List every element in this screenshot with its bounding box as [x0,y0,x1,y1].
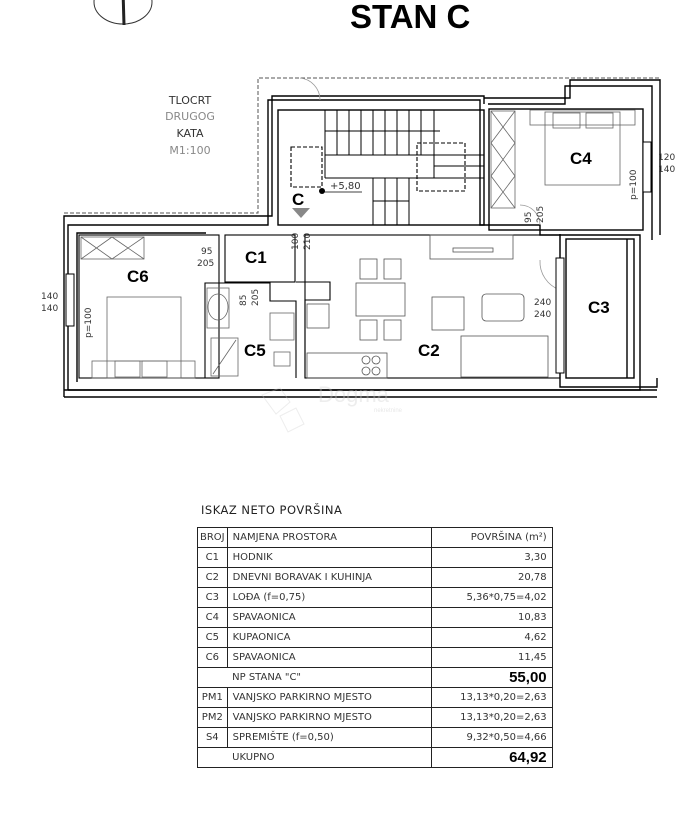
svg-text:140: 140 [41,304,58,314]
svg-text:85: 85 [239,295,249,306]
row-num: C2 [197,567,228,588]
watermark-logo: Dogma nekretnine [261,382,403,433]
room-label-c4: C4 [570,149,592,168]
header-value: POVRŠINA (m²) [430,527,553,548]
svg-text:205: 205 [197,259,214,269]
area-table: BROJ NAMJENA PROSTORA POVRŠINA (m²) C1 H… [197,527,553,768]
table-row: C4 SPAVAONICA 10,83 [197,607,553,628]
room-label-c3: C3 [588,298,610,317]
subtotal-name: NP STANA "C" [227,667,432,688]
room-label-c6: C6 [127,267,149,286]
row-name: HODNIK [226,547,432,568]
svg-text:p=100: p=100 [629,169,639,200]
svg-text:C: C [292,190,304,209]
outer-walls [63,79,661,398]
total-num [197,747,228,768]
svg-text:140: 140 [41,292,58,302]
windows [65,141,652,374]
table-row: C1 HODNIK 3,30 [197,547,553,568]
room-label-c2: C2 [418,341,440,360]
bedroom-c6-furniture [80,236,196,379]
caption-line: KATA [176,127,204,140]
level-mark: +5,80 [319,181,362,194]
row-value: 13,13*0,20=2,63 [430,687,553,708]
svg-text:120: 120 [658,153,675,163]
row-value: 20,78 [430,567,553,588]
page-title: STAN C [350,0,471,35]
table-row: S4 SPREMIŠTE (f=0,50) 9,32*0,50=4,66 [197,727,553,748]
row-num: C5 [197,627,228,648]
row-value: 13,13*0,20=2,63 [430,707,553,728]
table-row: C5 KUPAONICA 4,62 [197,627,553,648]
svg-text:140: 140 [658,165,675,175]
row-num: S4 [197,727,228,748]
svg-text:Dogma: Dogma [318,382,390,407]
room-labels: C1 C2 C3 C4 C5 C6 [127,149,610,360]
row-name: SPAVAONICA [226,607,432,628]
table-row: C6 SPAVAONICA 11,45 [197,647,553,668]
caption-line: DRUGOG [165,110,215,123]
table-row: C3 LOĐA (f=0,75) 5,36*0,75=4,02 [197,587,553,608]
row-name: SPAVAONICA [226,647,432,668]
svg-text:nekretnine: nekretnine [374,408,403,414]
row-value: 5,36*0,75=4,02 [430,587,553,608]
plan-caption: TLOCRT DRUGOG KATA M1:100 [165,94,215,157]
row-value: 11,45 [430,647,553,668]
row-value: 10,83 [430,607,553,628]
total-row: UKUPNO 64,92 [197,747,553,768]
row-name: VANJSKO PARKIRNO MJESTO [226,687,432,708]
row-num: PM2 [197,707,228,728]
row-name: DNEVNI BORAVAK I KUHINJA [226,567,432,588]
svg-text:240: 240 [534,310,551,320]
header-name: NAMJENA PROSTORA [226,527,432,548]
svg-text:100: 100 [291,233,301,250]
dimension-labels: 120 140 p=100 95 205 140 140 p=100 95 20… [41,153,675,338]
area-table-title: ISKAZ NETO POVRŠINA [201,503,343,517]
row-value: 9,32*0,50=4,66 [430,727,553,748]
row-name: KUPAONICA [226,627,432,648]
bedroom-c4-furniture [490,109,636,209]
svg-text:210: 210 [303,233,313,250]
svg-text:205: 205 [251,289,261,306]
north-arrow-icon [93,0,153,26]
svg-text:95: 95 [201,247,212,257]
interior-walls [78,110,561,379]
svg-text:240: 240 [534,298,551,308]
room-label-c5: C5 [244,341,266,360]
svg-text:p=100: p=100 [84,307,94,338]
row-name: SPREMIŠTE (f=0,50) [226,727,432,748]
row-name: LOĐA (f=0,75) [226,587,432,608]
table-row: PM1 VANJSKO PARKIRNO MJESTO 13,13*0,20=2… [197,687,553,708]
total-value: 64,92 [430,747,553,768]
living-room-furniture [306,234,549,379]
table-row: PM2 VANJSKO PARKIRNO MJESTO 13,13*0,20=2… [197,707,553,728]
section-marker: C [292,190,310,218]
row-value: 3,30 [430,547,553,568]
svg-text:205: 205 [536,206,546,223]
table-header-row: BROJ NAMJENA PROSTORA POVRŠINA (m²) [197,527,553,548]
row-num: C4 [197,607,228,628]
svg-text:95: 95 [524,212,534,223]
subtotal-value: 55,00 [430,667,553,688]
caption-line: TLOCRT [168,94,212,107]
row-num: PM1 [197,687,228,708]
room-label-c1: C1 [245,248,267,267]
subtotal-row: NP STANA "C" 55,00 [197,667,553,688]
row-num: C1 [197,547,228,568]
row-num: C6 [197,647,228,668]
row-value: 4,62 [430,627,553,648]
subtotal-num [197,667,228,688]
header-num: BROJ [197,527,228,548]
total-name: UKUPNO [227,747,432,768]
table-row: C2 DNEVNI BORAVAK I KUHINJA 20,78 [197,567,553,588]
caption-line: M1:100 [169,144,210,157]
row-name: VANJSKO PARKIRNO MJESTO [226,707,432,728]
row-num: C3 [197,587,228,608]
floor-plan: TLOCRT DRUGOG KATA M1:100 [41,0,675,433]
bathroom-fixtures [206,287,295,377]
svg-text:+5,80: +5,80 [330,181,361,192]
